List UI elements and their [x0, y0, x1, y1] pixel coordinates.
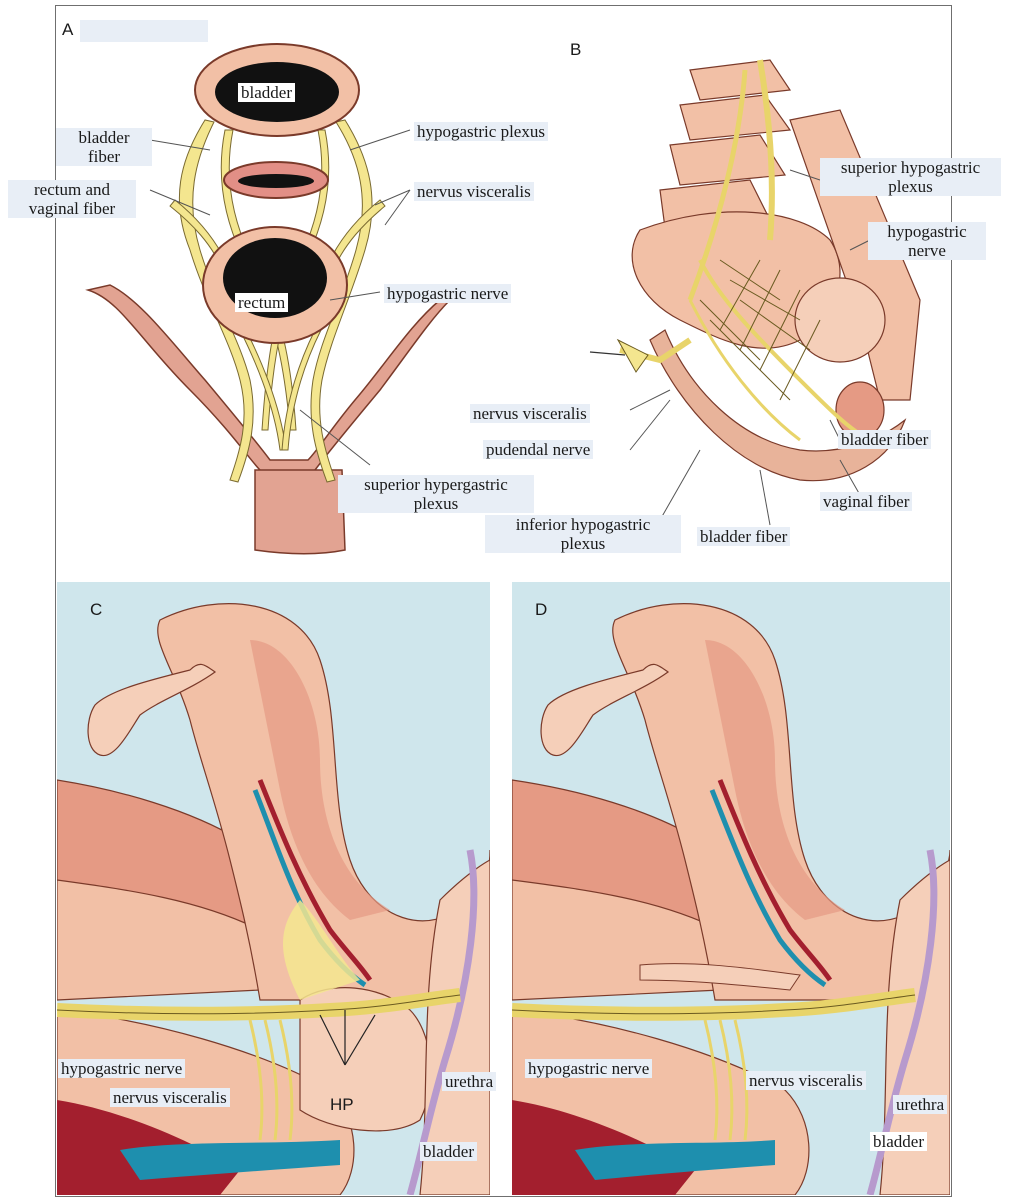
label-rectum-vaginal-fiber: rectum and vaginal fiber: [8, 180, 136, 218]
label-nervus-visceralis-c: nervus visceralis: [110, 1088, 230, 1107]
panel-a-letter: A: [62, 20, 73, 40]
label-rectum-a: rectum: [235, 293, 288, 312]
label-superior-hypergastric-plexus: superior hypergastric plexus: [338, 475, 534, 513]
label-bladder-a: bladder: [238, 83, 295, 102]
label-pudendal-nerve-b: pudendal nerve: [483, 440, 593, 459]
label-hypogastric-plexus-a: hypogastric plexus: [414, 122, 548, 141]
label-hypogastric-nerve-c: hypogastric nerve: [58, 1059, 185, 1078]
label-inferior-hypogastric-plexus-b: inferior hypogastric plexus: [485, 515, 681, 553]
label-nervus-visceralis-b: nervus visceralis: [470, 404, 590, 423]
label-urethra-c: urethra: [442, 1072, 496, 1091]
panel-a-title-bar: [80, 20, 208, 42]
label-hypogastric-nerve-d: hypogastric nerve: [525, 1059, 652, 1078]
label-nervus-visceralis-a: nervus visceralis: [414, 182, 534, 201]
label-hp-c: HP: [330, 1095, 354, 1114]
label-bladder-fiber-b-bottom: bladder fiber: [697, 527, 790, 546]
label-superior-hypogastric-plexus-b: superior hypogastric plexus: [820, 158, 1001, 196]
panel-b-letter: B: [570, 40, 581, 60]
label-bladder-fiber-b-right: bladder fiber: [838, 430, 931, 449]
label-nervus-visceralis-d: nervus visceralis: [746, 1071, 866, 1090]
label-bladder-c: bladder: [420, 1142, 477, 1161]
label-vaginal-fiber-b: vaginal fiber: [820, 492, 912, 511]
label-urethra-d: urethra: [893, 1095, 947, 1114]
label-bladder-d: bladder: [870, 1132, 927, 1151]
panel-d-letter: D: [535, 600, 547, 620]
panel-c-letter: C: [90, 600, 102, 620]
label-bladder-fiber-a: bladder fiber: [56, 128, 152, 166]
label-hypogastric-nerve-a: hypogastric nerve: [384, 284, 511, 303]
label-hypogastric-nerve-b: hypogastric nerve: [868, 222, 986, 260]
